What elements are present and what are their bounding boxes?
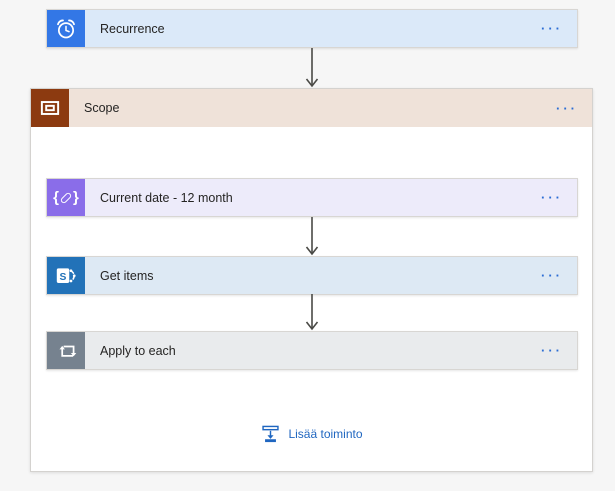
scope-card-body: Scope ··· bbox=[69, 89, 592, 127]
scope-card[interactable]: Scope ··· bbox=[31, 89, 592, 127]
compose-card[interactable]: {} Current date - 12 month ··· bbox=[46, 178, 578, 217]
flow-arrow bbox=[305, 217, 319, 256]
flow-arrow bbox=[305, 294, 319, 331]
compose-card-body: Current date - 12 month ··· bbox=[85, 179, 577, 216]
apply-to-each-menu-button[interactable]: ··· bbox=[541, 343, 563, 358]
apply-to-each-card-body: Apply to each ··· bbox=[85, 332, 577, 369]
flow-arrow bbox=[305, 48, 319, 88]
svg-text:S: S bbox=[60, 271, 67, 282]
recurrence-card[interactable]: Recurrence ··· bbox=[46, 9, 578, 48]
get-items-menu-button[interactable]: ··· bbox=[541, 268, 563, 283]
sharepoint-icon: S bbox=[47, 257, 85, 294]
scope-container: Scope ··· {} Current date - 12 month ··· bbox=[30, 88, 593, 472]
compose-braces-icon: {} bbox=[47, 179, 85, 216]
add-action-button[interactable]: Lisää toiminto bbox=[31, 423, 592, 444]
get-items-card-body: Get items ··· bbox=[85, 257, 577, 294]
add-action-label: Lisää toiminto bbox=[288, 426, 363, 441]
alarm-clock-icon bbox=[47, 10, 85, 47]
compose-menu-button[interactable]: ··· bbox=[541, 190, 563, 205]
recurrence-menu-button[interactable]: ··· bbox=[541, 21, 563, 36]
loop-icon bbox=[47, 332, 85, 369]
get-items-label: Get items bbox=[100, 268, 154, 283]
scope-menu-button[interactable]: ··· bbox=[556, 100, 578, 116]
apply-to-each-label: Apply to each bbox=[100, 343, 176, 358]
scope-label: Scope bbox=[84, 101, 120, 115]
recurrence-card-body: Recurrence ··· bbox=[85, 10, 577, 47]
get-items-card[interactable]: S Get items ··· bbox=[46, 256, 578, 295]
apply-to-each-card[interactable]: Apply to each ··· bbox=[46, 331, 578, 370]
compose-label: Current date - 12 month bbox=[100, 190, 233, 205]
recurrence-label: Recurrence bbox=[100, 21, 165, 36]
add-action-icon bbox=[262, 425, 280, 443]
scope-icon bbox=[31, 89, 69, 127]
